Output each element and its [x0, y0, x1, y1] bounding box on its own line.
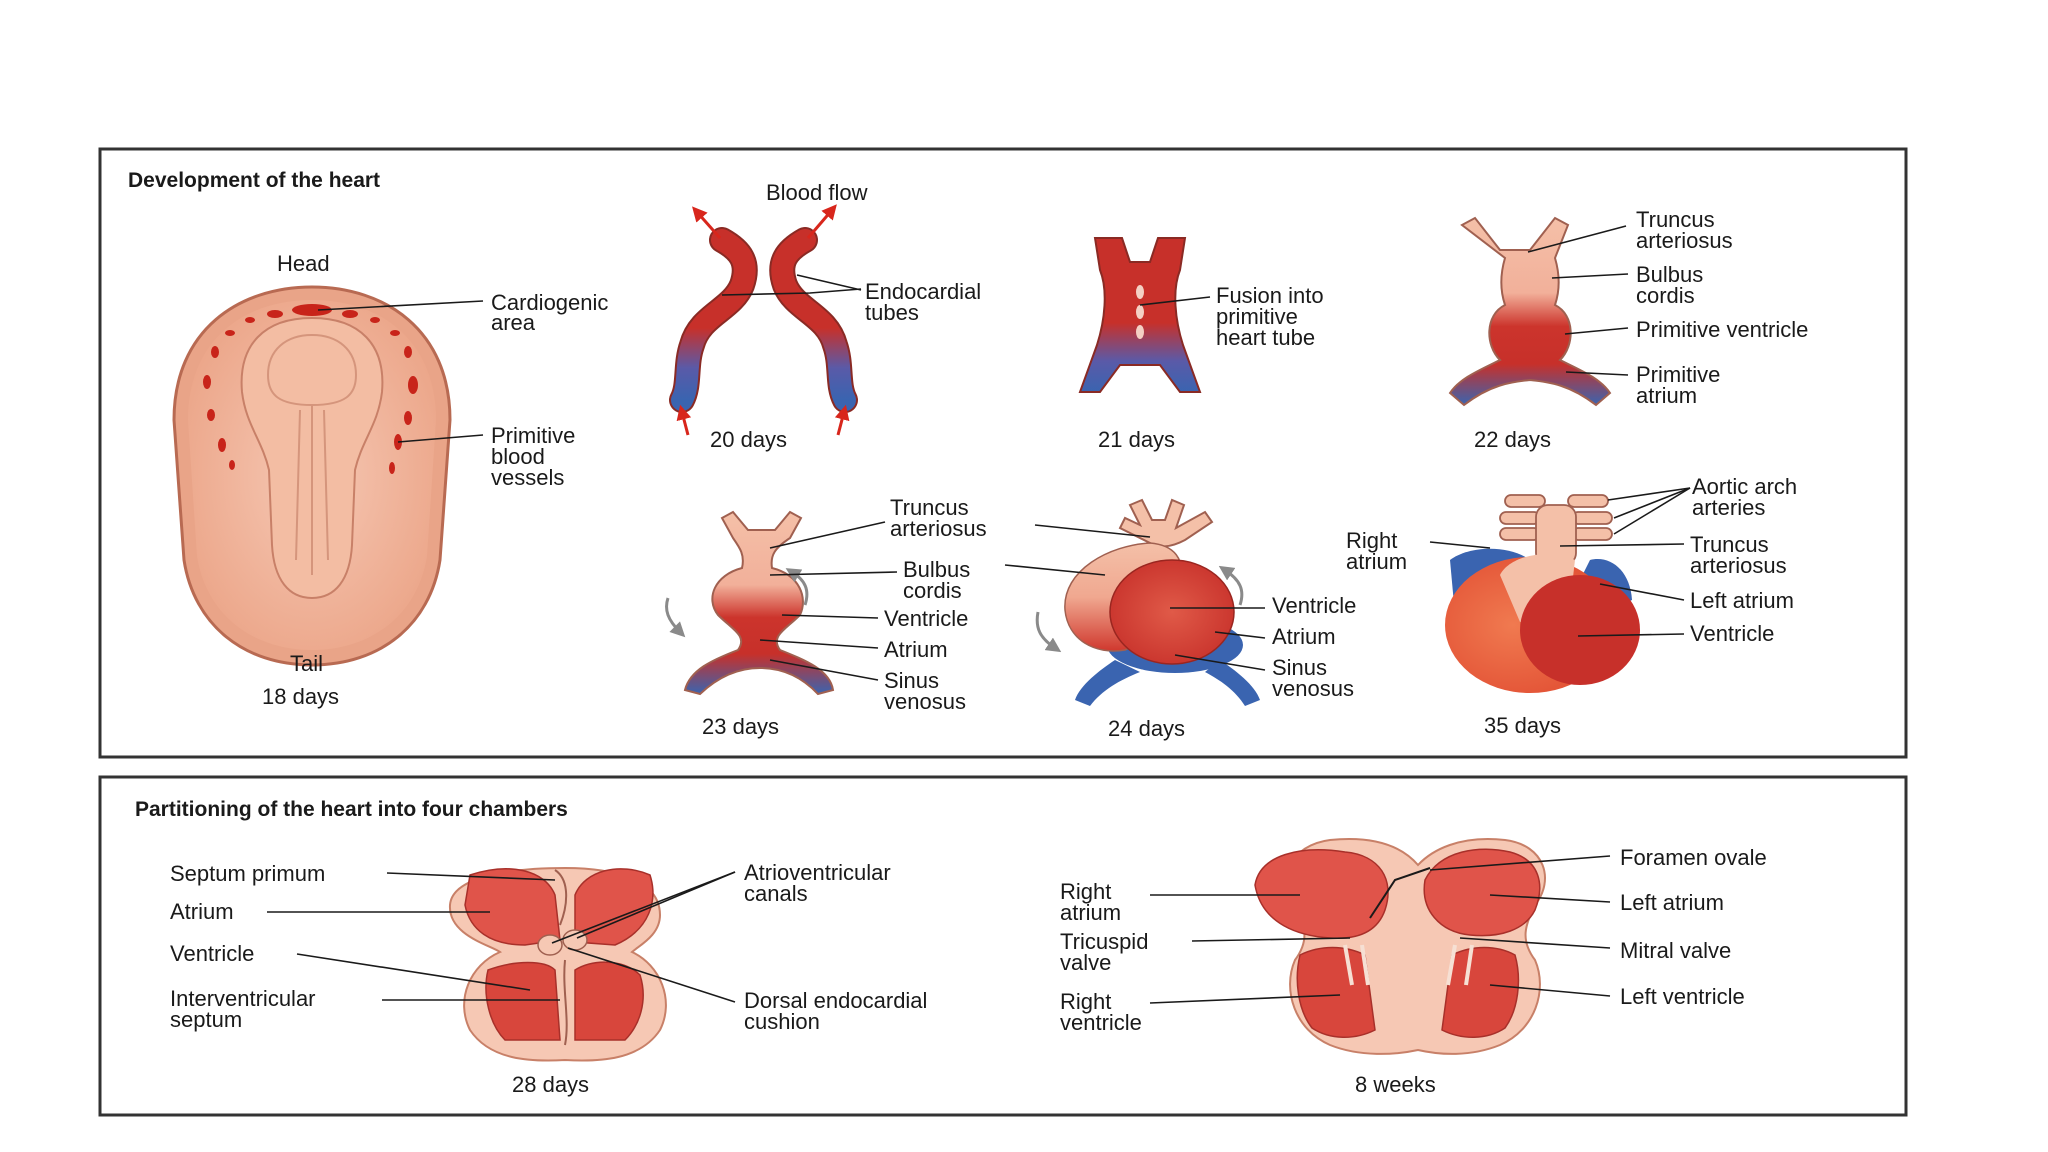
left-atrium-8w-label: Left atrium	[1620, 890, 1724, 915]
heart-28-days	[448, 866, 667, 1062]
bulbus-22-leader	[1551, 273, 1629, 279]
endocardial-tubes-20-days	[669, 204, 858, 436]
interventricular-septum-label: Interventricular septum	[170, 986, 322, 1032]
sinus-24-label: Sinus venosus	[1272, 655, 1354, 701]
endocardial-tubes-label: Endocardial tubes	[865, 279, 987, 325]
embryo-age-label: 18 days	[262, 684, 339, 709]
av-canals-leader-1	[551, 871, 736, 944]
atrium-24-leader	[1214, 631, 1266, 639]
right-ventricle-label: Right ventricle	[1060, 989, 1142, 1035]
aortic-leader-2	[1613, 487, 1691, 519]
atrium-28-label: Atrium	[170, 899, 234, 924]
aortic-leader-1	[1607, 487, 1691, 501]
ventricle-23-leader	[781, 614, 879, 619]
heart-22-days	[1448, 216, 1612, 407]
right-atrium-35-leader	[1429, 541, 1491, 549]
endocardial-leader	[721, 288, 862, 296]
truncus-22-label: Truncus arteriosus	[1636, 207, 1733, 253]
heart-tube-21-days	[1078, 237, 1202, 393]
foramen-ovale-leader	[1429, 855, 1611, 871]
fusion-label: Fusion into primitive heart tube	[1216, 283, 1330, 350]
ventricle-22-leader	[1564, 327, 1629, 335]
primitive-blood-vessels-label: Primitive blood vessels	[491, 423, 581, 490]
partition-panel	[98, 775, 1908, 1117]
development-title: Development of the heart	[128, 169, 380, 192]
atrium-23-leader	[759, 639, 879, 649]
atrium-22-leader	[1565, 371, 1629, 376]
age-23-days: 23 days	[702, 714, 779, 739]
age-20-days: 20 days	[710, 427, 787, 452]
right-atrium-8w-label: Right atrium	[1060, 879, 1121, 925]
septum-primum-label: Septum primum	[170, 861, 325, 886]
sinus-23-label: Sinus venosus	[884, 668, 966, 714]
heart-8-weeks	[1254, 838, 1546, 1055]
embryo-18-days	[172, 285, 452, 667]
septum-primum-leader	[386, 872, 556, 881]
age-28-days: 28 days	[512, 1072, 589, 1097]
bulbus-24-leader	[1004, 564, 1106, 576]
dorsal-cushion-leader	[567, 947, 736, 1003]
right-atrium-35-label: Right atrium	[1346, 528, 1407, 574]
ventricle-28-label: Ventricle	[170, 941, 254, 966]
fusion-leader	[1139, 296, 1211, 306]
dorsal-cushion-label: Dorsal endocardial cushion	[744, 988, 934, 1034]
age-8-weeks: 8 weeks	[1355, 1072, 1436, 1097]
left-ventricle-leader	[1489, 984, 1611, 997]
atrium-23-label: Atrium	[884, 637, 948, 662]
embryo-head-label: Head	[277, 251, 330, 276]
blood-flow-label: Blood flow	[766, 180, 868, 205]
primitive-ventricle-label: Primitive ventricle	[1636, 317, 1808, 342]
truncus-24-leader	[1034, 524, 1151, 538]
age-35-days: 35 days	[1484, 713, 1561, 738]
aortic-leader-3	[1613, 487, 1691, 535]
truncus-22-leader	[1527, 225, 1627, 253]
truncus-23-label: Truncus arteriosus	[890, 495, 987, 541]
tricuspid-leader	[1191, 937, 1351, 942]
ventricle-28-leader	[296, 953, 531, 991]
truncus-35-leader	[1559, 543, 1685, 547]
av-canals-label: Atrioventricular canals	[744, 860, 897, 906]
left-ventricle-label: Left ventricle	[1620, 984, 1745, 1009]
truncus-23-leader	[769, 521, 886, 549]
heart-24-days	[1035, 498, 1260, 706]
sinus-24-leader	[1174, 654, 1266, 671]
aortic-arch-label: Aortic arch arteries	[1692, 474, 1803, 520]
left-atrium-35-label: Left atrium	[1690, 588, 1794, 613]
foramen-ovale-label: Foramen ovale	[1620, 845, 1767, 870]
ventricle-35-leader	[1577, 633, 1685, 637]
cardiogenic-leader	[317, 300, 484, 311]
age-21-days: 21 days	[1098, 427, 1175, 452]
bulbus-23-label: Bulbus cordis	[903, 557, 976, 603]
ventricle-24-label: Ventricle	[1272, 593, 1356, 618]
heart-35-days	[1445, 494, 1640, 693]
ventricle-23-label: Ventricle	[884, 606, 968, 631]
cardiogenic-spots	[203, 304, 418, 474]
mitral-valve-label: Mitral valve	[1620, 938, 1731, 963]
blood-vessels-leader	[397, 434, 484, 443]
sinus-23-leader	[769, 659, 879, 681]
av-canals-leader-2	[576, 871, 736, 939]
left-atrium-35-leader	[1599, 583, 1685, 601]
atrium-24-label: Atrium	[1272, 624, 1336, 649]
bulbus-23-leader	[769, 571, 898, 576]
mitral-valve-leader	[1459, 937, 1611, 949]
primitive-atrium-label: Primitive atrium	[1636, 362, 1726, 408]
right-ventricle-leader	[1149, 994, 1341, 1004]
partition-title: Partitioning of the heart into four cham…	[135, 798, 568, 821]
ventricle-35-label: Ventricle	[1690, 621, 1774, 646]
truncus-35-label: Truncus arteriosus	[1690, 532, 1787, 578]
embryo-tail-label: Tail	[290, 651, 323, 676]
cardiogenic-area-label: Cardiogenic area	[491, 290, 615, 335]
tricuspid-valve-label: Tricuspid valve	[1060, 929, 1155, 975]
bulbus-22-label: Bulbus cordis	[1636, 262, 1709, 308]
left-atrium-8w-leader	[1489, 894, 1611, 903]
age-22-days: 22 days	[1474, 427, 1551, 452]
age-24-days: 24 days	[1108, 716, 1185, 741]
